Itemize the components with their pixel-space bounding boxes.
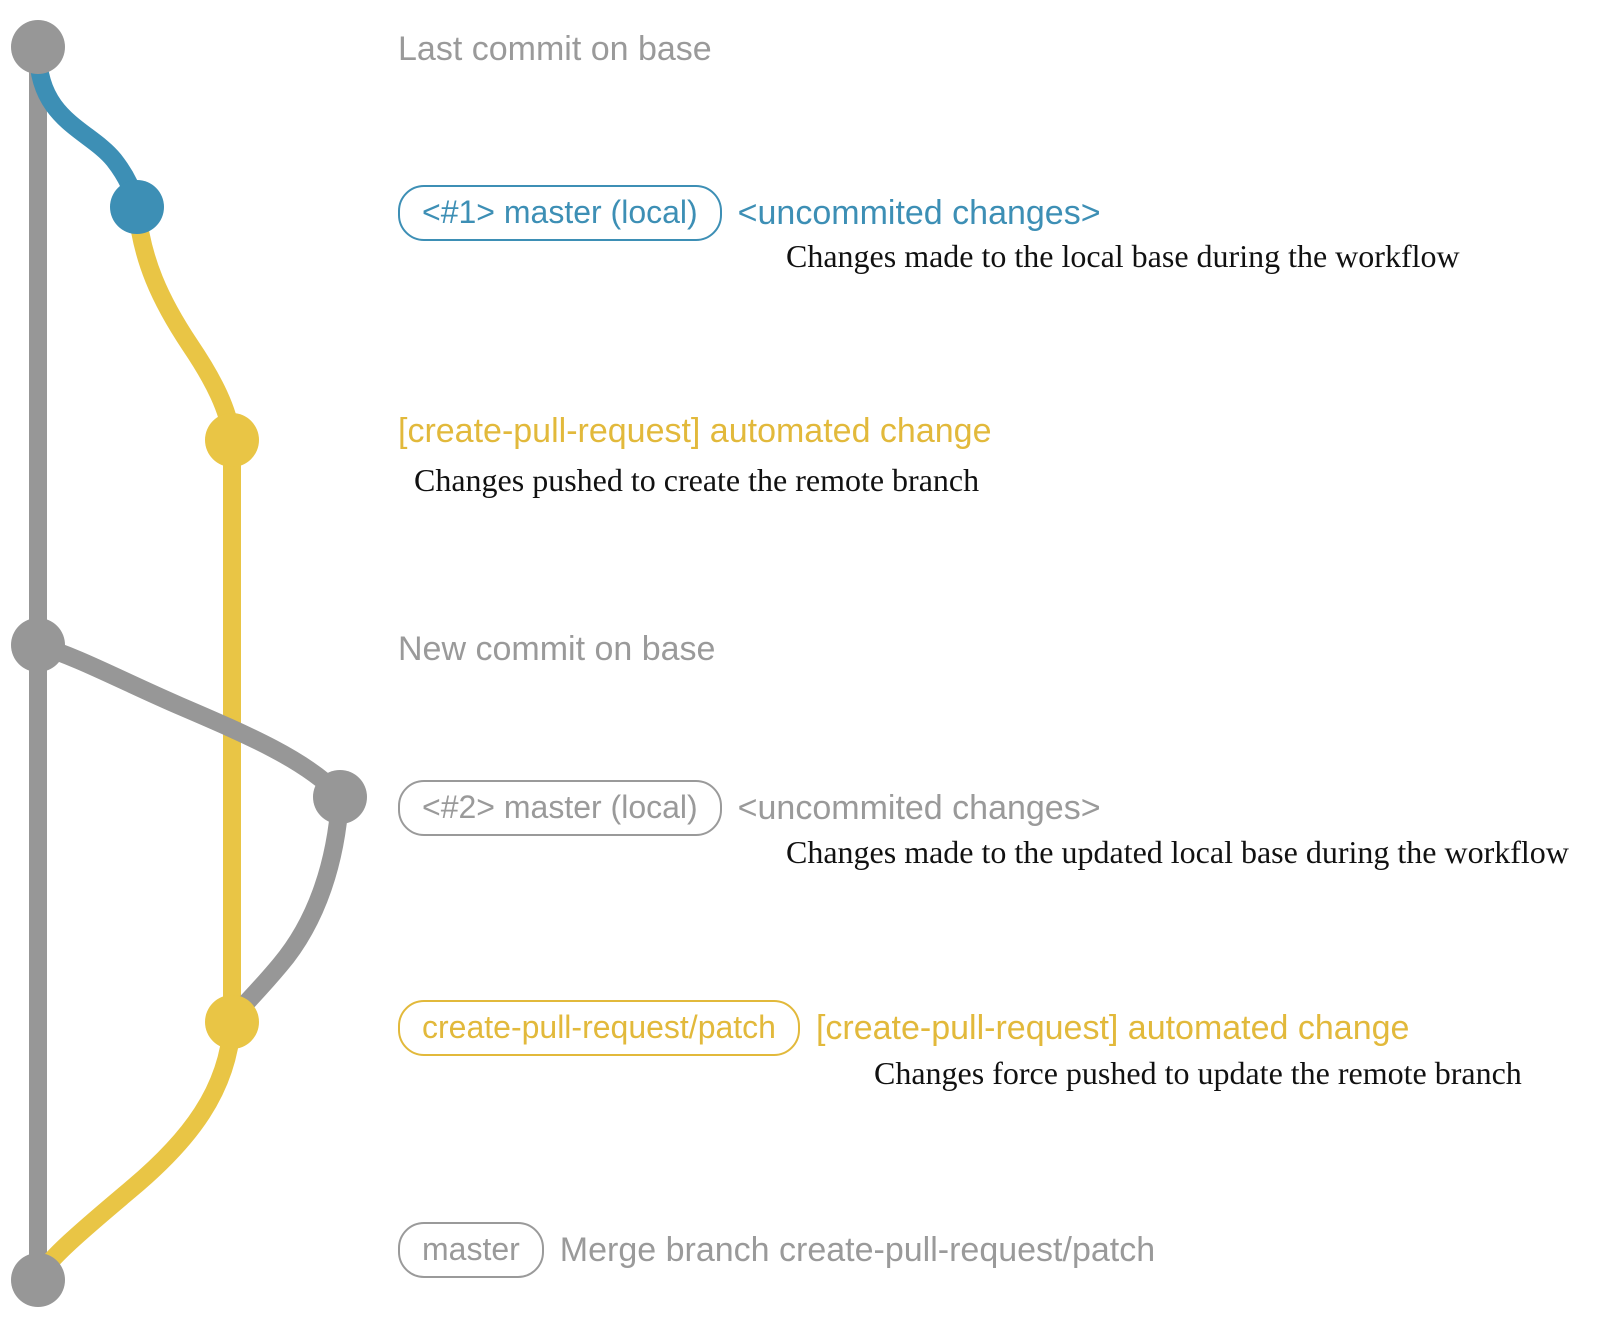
row-last-commit-on-base: Last commit on base bbox=[398, 30, 712, 69]
description-remote-1: Changes pushed to create the remote bran… bbox=[414, 462, 980, 498]
commit-message-remote-2: [create-pull-request] automated change bbox=[815, 1008, 1410, 1047]
row-local-2: <#2> master (local) <uncommited changes> bbox=[398, 780, 1101, 836]
commit-node-base-last[interactable] bbox=[11, 20, 65, 74]
ref-chip-local-1[interactable]: <#1> master (local) bbox=[398, 185, 722, 241]
branch-line-local-1 bbox=[29, 43, 146, 214]
row-local-1: <#1> master (local) <uncommited changes> bbox=[398, 185, 1101, 241]
ref-chip-merge[interactable]: master bbox=[398, 1222, 544, 1278]
commit-message-base-new: New commit on base bbox=[398, 630, 716, 668]
ref-chip-remote-2[interactable]: create-pull-request/patch bbox=[398, 1000, 800, 1056]
commit-node-remote-2[interactable] bbox=[205, 995, 259, 1049]
commit-message-base-last: Last commit on base bbox=[398, 30, 712, 68]
commit-message-local-2: <uncommited changes> bbox=[737, 788, 1101, 827]
row-remote-1: [create-pull-request] automated change bbox=[398, 412, 991, 451]
branch-line-local-2 bbox=[29, 636, 347, 803]
row-merge: master Merge branch create-pull-request/… bbox=[398, 1222, 1155, 1278]
description-local-1: Changes made to the local base during th… bbox=[786, 238, 1460, 274]
branch-line-merge bbox=[29, 1015, 241, 1286]
commit-message-local-1: <uncommited changes> bbox=[737, 193, 1101, 232]
row-new-commit-on-base: New commit on base bbox=[398, 630, 715, 669]
ref-chip-local-2[interactable]: <#2> master (local) bbox=[398, 780, 722, 836]
commit-message-remote-1: [create-pull-request] automated change bbox=[398, 412, 992, 450]
description-local-2: Changes made to the updated local base d… bbox=[786, 834, 1569, 870]
row-remote-2: create-pull-request/patch [create-pull-r… bbox=[398, 1000, 1409, 1056]
commit-node-local-2[interactable] bbox=[313, 770, 367, 824]
description-remote-2: Changes force pushed to update the remot… bbox=[874, 1055, 1522, 1091]
commit-node-remote-1[interactable] bbox=[205, 413, 259, 467]
commit-node-merge[interactable] bbox=[11, 1253, 65, 1307]
branch-line-remote-1 bbox=[128, 201, 241, 446]
commit-node-local-1[interactable] bbox=[110, 180, 164, 234]
commit-node-base-new[interactable] bbox=[11, 618, 65, 672]
branch-line-local-2-to-remote-2 bbox=[223, 791, 349, 1029]
commit-message-merge: Merge branch create-pull-request/patch bbox=[559, 1230, 1156, 1269]
